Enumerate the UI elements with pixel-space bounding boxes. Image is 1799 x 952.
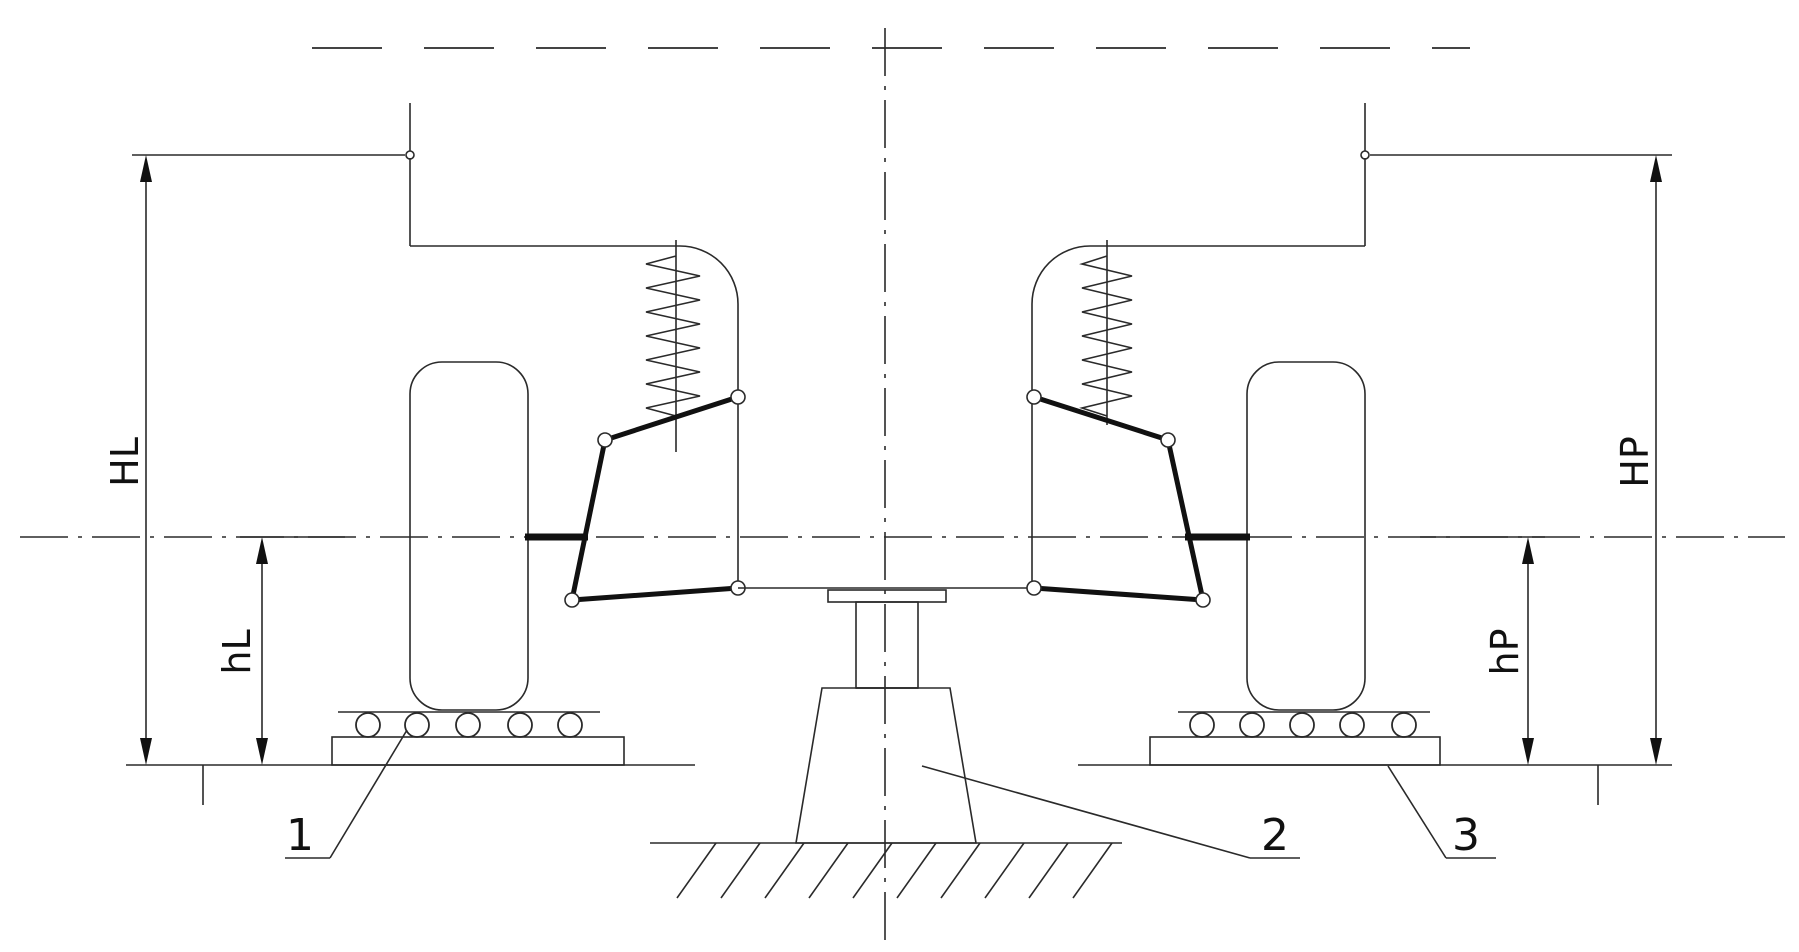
callout-1-label: 1 [286, 810, 314, 861]
callout-1-leader [285, 729, 408, 859]
right-upper-inner-pivot [1026, 389, 1042, 405]
left-upper-outer-pivot [597, 432, 613, 448]
left-body-frame [132, 103, 739, 588]
callout-2-leader [921, 765, 1300, 859]
right-lower-outer-pivot [1195, 592, 1211, 608]
dimension-HP [1650, 155, 1662, 765]
left-lower-outer-pivot [564, 592, 580, 608]
right-control-arms [1031, 394, 1207, 603]
label-HP: HP [1613, 436, 1657, 488]
label-hL: hL [215, 629, 259, 674]
ground-hatch [650, 842, 1122, 899]
right-wheel-assembly [1026, 361, 1366, 711]
left-control-arms [568, 394, 741, 603]
left-upper-inner-pivot [730, 389, 746, 405]
callout-3-leader [1387, 765, 1496, 859]
right-lower-inner-pivot [1026, 580, 1042, 596]
right-upper-outer-pivot [1160, 432, 1176, 448]
callout-3-label: 3 [1452, 810, 1480, 861]
center-support-stand [738, 587, 1034, 844]
callout-2-label: 2 [1261, 810, 1289, 861]
left-tire [409, 361, 529, 711]
dimension-HL [140, 155, 152, 765]
label-HL: HL [103, 437, 147, 487]
right-body-frame [1031, 103, 1672, 588]
left-wheel-assembly [409, 361, 746, 711]
right-roller-platform [1149, 711, 1441, 766]
right-tire [1246, 361, 1366, 711]
label-hP: hP [1483, 629, 1527, 676]
right-ground-line [1078, 764, 1672, 805]
right-spring [1079, 240, 1133, 425]
left-roller-platform [331, 711, 625, 766]
left-ground-line [126, 764, 695, 805]
dimension-hP [1522, 537, 1534, 765]
dimension-hL [256, 537, 268, 765]
